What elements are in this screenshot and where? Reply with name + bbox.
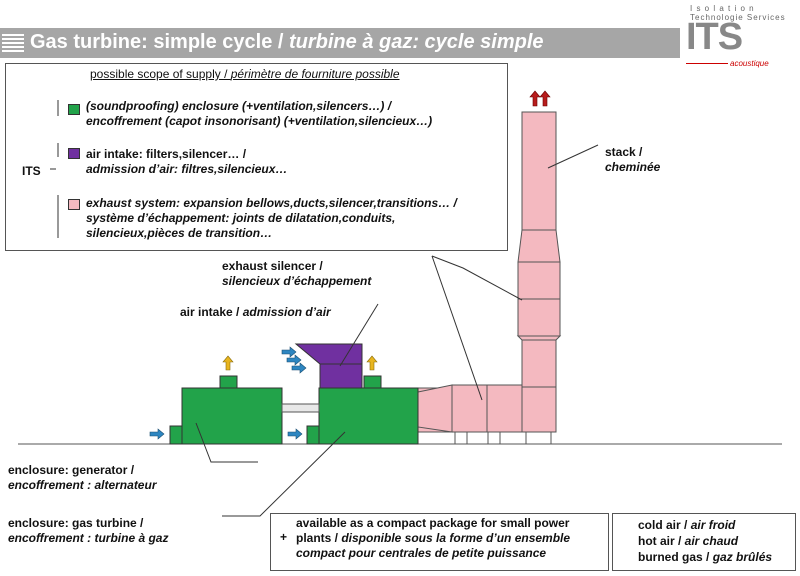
enclosure-swatch: [68, 104, 80, 115]
air-legend-burned: burned gas / gaz brûlés: [638, 550, 773, 564]
exhaust-silencer-label: exhaust silencer / silencieux d’échappem…: [222, 259, 372, 288]
package-legend-box: [270, 513, 609, 571]
turbine-base: [306, 425, 320, 445]
air-intake-label: air intake / admission d’air: [180, 305, 331, 319]
exhaust-supports: [454, 432, 552, 444]
logo-underline: [686, 63, 728, 64]
its-label: ITS: [22, 164, 41, 178]
its-bracket: [50, 100, 59, 238]
stack-label: stack / cheminée: [605, 145, 661, 174]
intake-swatch: [68, 148, 80, 159]
package-legend-text: available as a compact package for small…: [296, 516, 571, 560]
turbine-enclosure-label: enclosure: gas turbine / encoffrement : …: [8, 516, 169, 545]
scope-item-exhaust: exhaust system: expansion bellows,ducts,…: [86, 196, 457, 240]
stack-lower: [521, 339, 557, 433]
scope-heading: possible scope of supply / périmètre de …: [90, 67, 400, 81]
scope-item-enclosure: (soundproofing) enclosure (+ventilation,…: [86, 99, 433, 128]
cold-air-arrow: [149, 346, 307, 440]
shaft-coupling: [281, 403, 320, 413]
air-legend-box: [612, 513, 796, 571]
generator-base: [169, 425, 183, 445]
leader-lines: [195, 144, 599, 517]
scope-box: [5, 63, 508, 251]
turbine-enclosure: [318, 387, 419, 445]
hot-air-arrow: [222, 355, 378, 371]
package-plus-sign: +: [280, 530, 288, 544]
turbine-vent: [363, 375, 382, 389]
logo-tagline: acoustique: [730, 59, 769, 68]
burned-gas-arrow: [529, 90, 551, 107]
logo-brand: ITS: [686, 16, 743, 58]
stack-upper: [521, 111, 557, 231]
air-intake: [294, 343, 363, 389]
air-legend-cold: cold air / air froid: [638, 518, 736, 532]
generator-vent: [219, 375, 238, 389]
exhaust-swatch: [68, 199, 80, 210]
exhaust-system: [417, 111, 562, 433]
title-stripes-icon: [2, 34, 24, 54]
generator-enclosure: [181, 387, 283, 445]
title-bar: [0, 28, 680, 58]
scope-item-intake: air intake: filters,silencer… / admissio…: [86, 147, 288, 176]
generator-enclosure-label: enclosure: generator / encoffrement : al…: [8, 463, 157, 492]
air-legend-hot: hot air / air chaud: [638, 534, 739, 548]
page-title: Gas turbine: simple cycle / turbine à ga…: [30, 31, 544, 53]
